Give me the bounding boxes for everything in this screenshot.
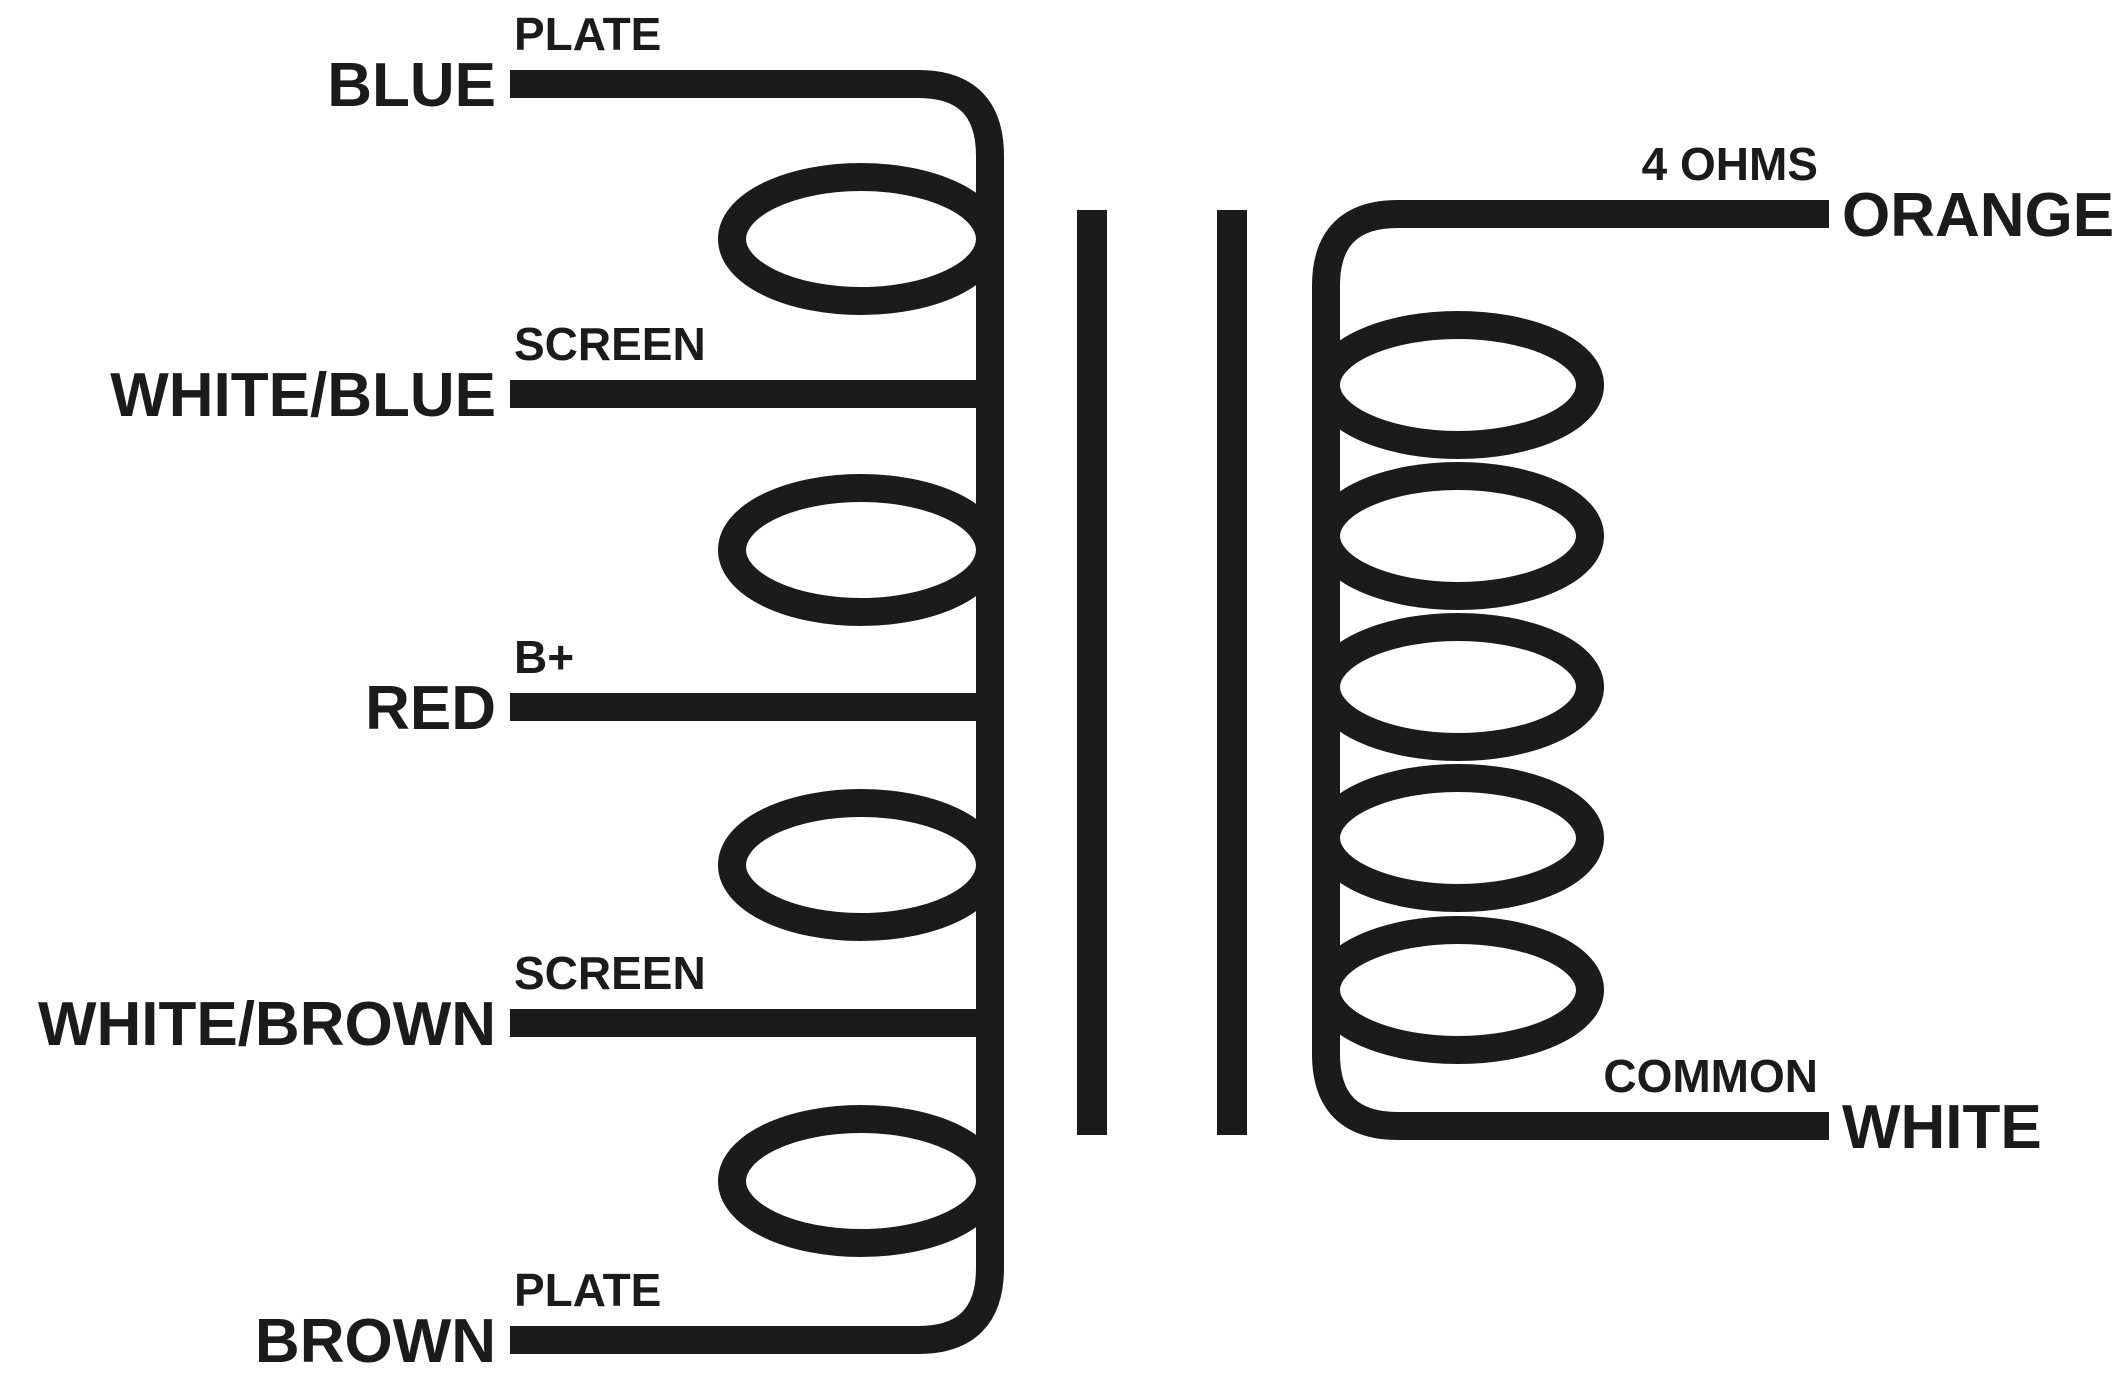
primary-terminal-label-b-plus: B+ xyxy=(514,631,574,683)
primary-lead-label-brown: BROWN xyxy=(255,1307,496,1376)
primary-lead-label-blue: BLUE xyxy=(327,51,496,120)
primary-coil-loop xyxy=(718,474,1004,626)
primary-lead-label-red: RED xyxy=(365,674,496,743)
secondary-coil-loop xyxy=(1312,613,1604,761)
primary-lead-label-white-blue: WHITE/BLUE xyxy=(110,361,496,430)
primary-coil-loop xyxy=(718,1105,1004,1257)
primary-coil-loop xyxy=(718,789,1004,941)
secondary-lead-label-orange: ORANGE xyxy=(1842,181,2114,250)
primary-terminal-label-screen-bot: SCREEN xyxy=(514,947,706,999)
primary-terminal-label-plate-bot: PLATE xyxy=(514,1264,661,1316)
primary-lead-label-white-brown: WHITE/BROWN xyxy=(38,990,496,1059)
secondary-lead-label-white: WHITE xyxy=(1842,1093,2042,1162)
primary-terminal-label-plate-top: PLATE xyxy=(514,8,661,60)
secondary-coil-loop xyxy=(1312,462,1604,610)
secondary-terminal-label-common: COMMON xyxy=(1603,1050,1818,1102)
secondary-coil-loop xyxy=(1312,916,1604,1064)
primary-coil-loop xyxy=(718,163,1004,315)
secondary-terminal-label-4-ohms: 4 OHMS xyxy=(1642,138,1818,190)
secondary-coil-loop xyxy=(1312,311,1604,459)
wires-layer xyxy=(510,70,1829,1354)
primary-terminal-label-screen-top: SCREEN xyxy=(514,318,706,370)
secondary-coil-loop xyxy=(1312,764,1604,912)
labels-layer: BLUE WHITE/BLUE RED WHITE/BROWN BROWN PL… xyxy=(38,8,2114,1376)
